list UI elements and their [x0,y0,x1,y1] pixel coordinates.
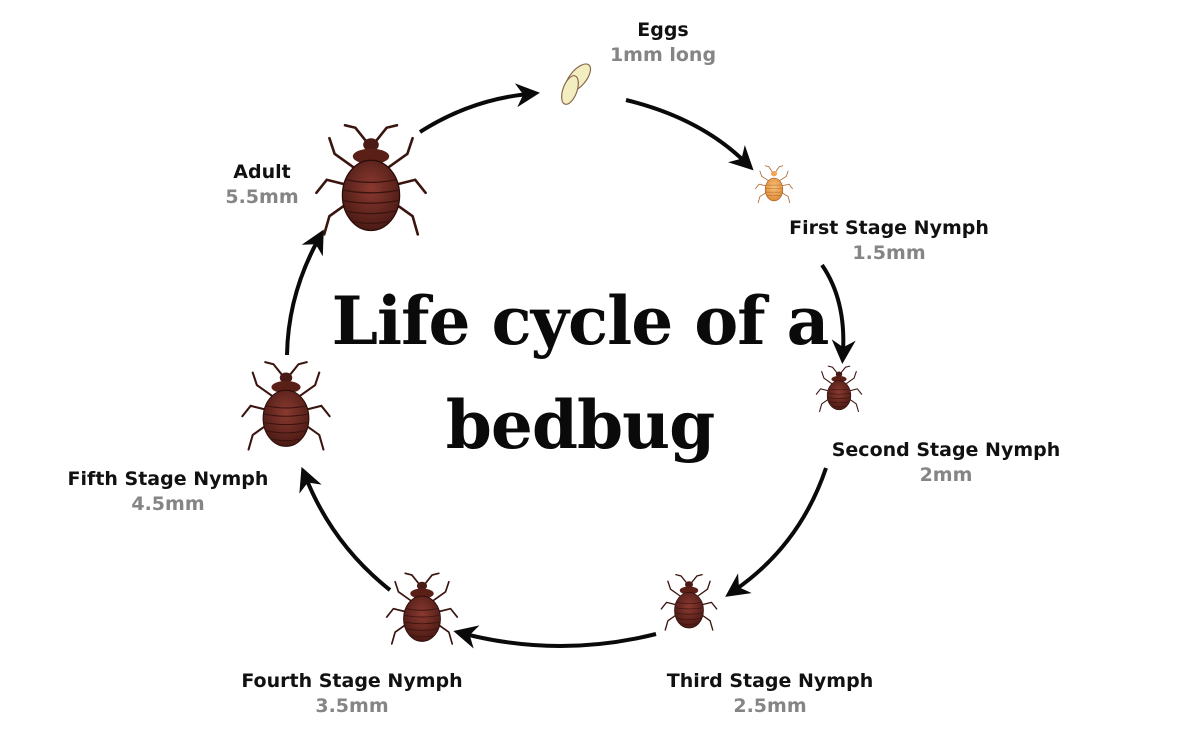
stage-label-fourth-nymph: Fourth Stage Nymph 3.5mm [241,669,462,719]
third-nymph-bedbug-icon [660,573,718,631]
stage-name: Adult [233,161,291,183]
stage-name: First Stage Nymph [789,217,989,239]
arrow-eggs-to-first-nymph [625,98,754,171]
stage-name: Second Stage Nymph [831,439,1061,461]
stage-name: Third Stage Nymph [666,670,874,692]
stage-size: 1.5mm [852,242,926,264]
stage-size: 3.5mm [315,695,389,717]
arrow-third-to-fourth-nymph [453,625,657,649]
stage-size: 2mm [919,464,973,486]
stage-label-eggs: Eggs 1mm long [610,18,716,68]
stage-name: Eggs [637,19,689,41]
arrow-fifth-nymph-to-adult [285,229,324,356]
eggs-icon [561,63,592,105]
title-line-2: bedbug [445,386,716,464]
stage-label-fifth-nymph: Fifth Stage Nymph 4.5mm [68,467,269,517]
arrow-adult-to-eggs [418,83,540,134]
stage-size: 1mm long [609,44,717,66]
fourth-nymph-bedbug-icon [385,572,459,645]
stage-label-first-nymph: First Stage Nymph 1.5mm [789,216,989,266]
stage-label-second-nymph: Second Stage Nymph 2mm [832,438,1061,488]
stage-size: 4.5mm [131,493,205,515]
stage-name: Fourth Stage Nymph [241,670,463,692]
stage-name: Fifth Stage Nymph [67,468,269,490]
stage-label-third-nymph: Third Stage Nymph 2.5mm [667,669,874,719]
arrow-first-to-second-nymph [820,263,856,364]
title-line-1: Life cycle of a [331,282,830,360]
fifth-nymph-bedbug-icon [241,361,331,451]
second-nymph-bedbug-icon [815,365,863,413]
arrow-fourth-to-fifth-nymph [299,466,392,592]
arrows [285,83,856,649]
stage-label-adult: Adult 5.5mm [225,160,298,210]
arrow-second-to-third-nymph [725,467,828,597]
first-nymph-bedbug-icon [755,165,793,204]
stage-size: 5.5mm [225,186,299,208]
adult-bedbug-icon [315,123,427,236]
stage-size: 2.5mm [733,695,807,717]
